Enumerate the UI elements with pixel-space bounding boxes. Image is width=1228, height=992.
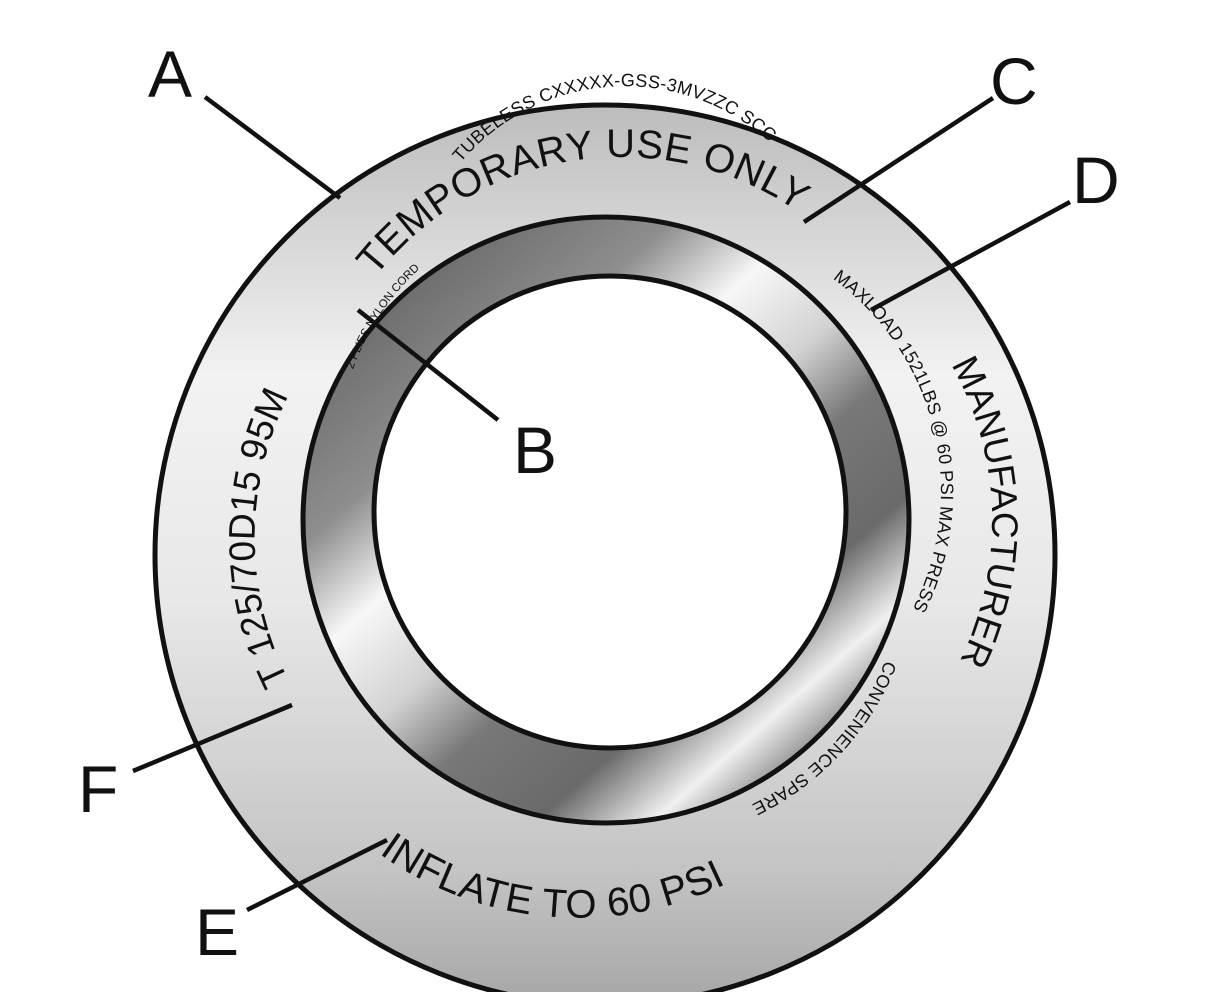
callout-e: E xyxy=(195,895,239,969)
callout-d: D xyxy=(1072,143,1120,217)
leader-line-d xyxy=(869,200,1072,312)
tire-graphic xyxy=(152,102,1058,992)
leader-line-a xyxy=(203,95,342,200)
leader-lines xyxy=(132,95,1072,913)
callout-f: F xyxy=(78,752,118,826)
leader-line-f xyxy=(132,702,293,774)
leader-line-b xyxy=(356,308,500,422)
leader-line-e xyxy=(245,837,389,913)
callout-c: C xyxy=(990,44,1038,118)
callout-a: A xyxy=(148,37,192,111)
callout-b: B xyxy=(513,413,557,487)
leader-line-c xyxy=(802,96,995,224)
wheel-hole xyxy=(371,273,849,751)
callout-labels: A B C D E F xyxy=(78,37,1120,969)
